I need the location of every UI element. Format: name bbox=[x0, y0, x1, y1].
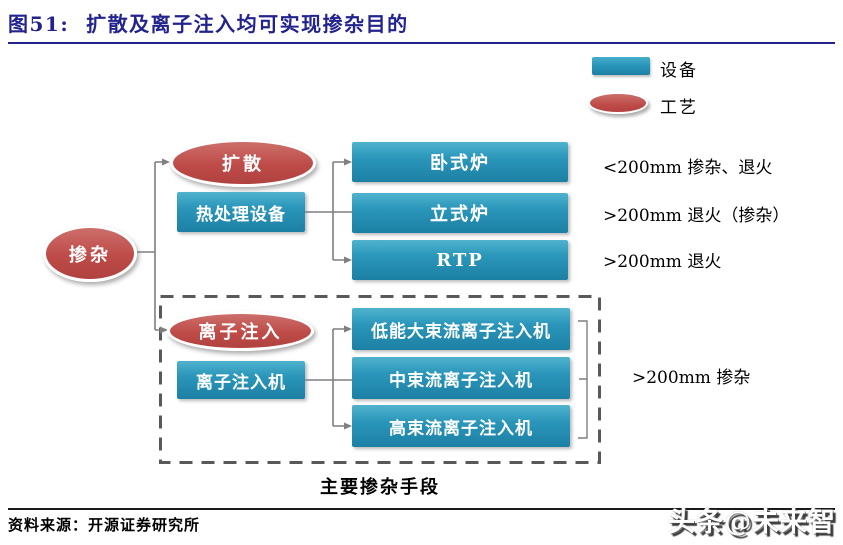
vertical-furnace-box: 立式炉 bbox=[352, 193, 568, 233]
figure-title: 图51: 扩散及离子注入均可实现掺杂目的 bbox=[8, 12, 409, 36]
bracket-icon bbox=[578, 320, 588, 439]
device-legend-label: 设备 bbox=[660, 61, 698, 81]
high-current-implanter-box: 高束流离子注入机 bbox=[352, 405, 570, 447]
ion-implantation-process-ellipse: 离子注入 bbox=[167, 311, 314, 351]
arrowhead-icon bbox=[344, 422, 352, 430]
root-process-ellipse: 掺杂 bbox=[43, 225, 137, 282]
rtp-box: RTP bbox=[352, 240, 568, 280]
annotation-rtp: >200mm 退火 bbox=[603, 252, 722, 272]
annotation-horizontal-furnace: <200mm 掺杂、退火 bbox=[603, 158, 773, 178]
title-divider bbox=[8, 42, 835, 44]
arrowhead-icon bbox=[162, 158, 170, 166]
group-dashed-border bbox=[159, 295, 601, 464]
main-doping-group-label: 主要掺杂手段 bbox=[320, 477, 440, 498]
diffusion-process-ellipse: 扩散 bbox=[170, 139, 316, 187]
ion-implanter-equipment-box: 离子注入机 bbox=[177, 361, 305, 399]
arrowhead-icon bbox=[160, 326, 168, 334]
horizontal-furnace-box: 卧式炉 bbox=[352, 142, 568, 182]
connector-lines bbox=[137, 161, 352, 427]
low-energy-high-current-implanter-box: 低能大束流离子注入机 bbox=[352, 308, 570, 350]
arrowhead-icon bbox=[344, 158, 352, 166]
arrowhead-icon bbox=[344, 256, 352, 264]
annotation-ion-implanters: >200mm 掺杂 bbox=[632, 368, 751, 388]
device-legend-swatch bbox=[592, 57, 650, 75]
annotation-vertical-furnace: >200mm 退火（掺杂） bbox=[603, 206, 790, 226]
process-legend-label: 工艺 bbox=[660, 98, 698, 118]
medium-current-implanter-box: 中束流离子注入机 bbox=[352, 357, 570, 399]
source-note: 资料来源：开源证券研究所 bbox=[8, 516, 201, 534]
watermark-text: 头条@未来智库 bbox=[668, 507, 836, 538]
heat-treatment-equipment-box: 热处理设备 bbox=[177, 192, 305, 232]
process-legend-swatch bbox=[588, 92, 648, 114]
arrowhead-icon bbox=[344, 325, 352, 333]
footer-divider bbox=[8, 508, 835, 510]
